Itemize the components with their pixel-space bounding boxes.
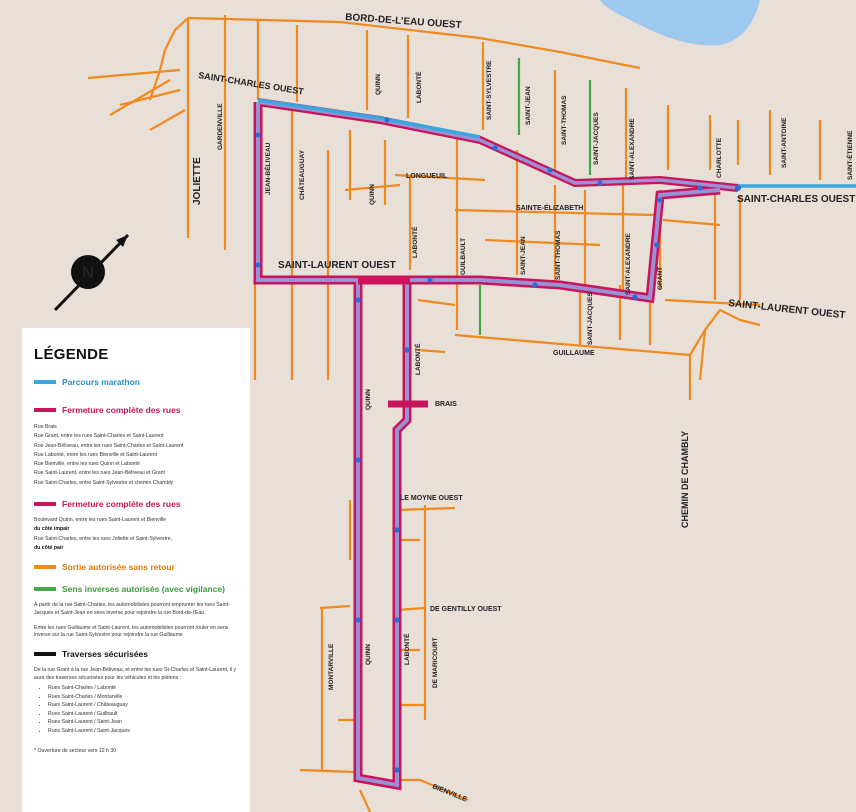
label-saint-antoine: SAINT-ANTOINE bbox=[781, 117, 788, 168]
legend-label-crossings: Traverses sécurisées bbox=[62, 649, 149, 660]
crossing-item: Rues Saint-Laurent / Saint-Jean bbox=[48, 718, 240, 727]
label-saint-laurent-ouest-left: SAINT-LAURENT OUEST bbox=[278, 260, 396, 271]
label-quinn-top: QUINN bbox=[375, 74, 382, 95]
label-saint-jacques-mid: SAINT-JACQUES bbox=[587, 292, 594, 345]
reverse-text-1: À partir de la rue Saint-Charles, les au… bbox=[34, 602, 230, 616]
route-arrows bbox=[255, 117, 741, 773]
label-chemin-de-chambly: CHEMIN DE CHAMBLY bbox=[680, 431, 690, 528]
crossing-item: Rues Saint-Charles / Labonté bbox=[48, 684, 240, 693]
label-guilbault: GUILBAULT bbox=[460, 238, 467, 275]
label-saint-jean-mid: SAINT-JEAN bbox=[520, 236, 527, 275]
label-saint-thomas-top: SAINT-THOMAS bbox=[561, 95, 568, 145]
label-saint-jacques-top: SAINT-JACQUES bbox=[593, 112, 600, 165]
legend-item-marathon: Parcours marathon bbox=[34, 377, 240, 387]
closure2-side2: du côté pair bbox=[34, 544, 64, 551]
green-reverse-streets bbox=[478, 58, 592, 335]
reverse-text-2: Entre les rues Guillaume et Saint-Lauren… bbox=[34, 624, 229, 639]
crossings-swatch bbox=[34, 652, 56, 657]
label-montarville: MONTARVILLE bbox=[328, 643, 335, 690]
label-sainte-elizabeth: SAINTE-ÉLIZABETH bbox=[516, 203, 583, 212]
legend-panel: LÉGENDE Parcours marathon Fermeture comp… bbox=[22, 328, 250, 812]
label-labonte-low2: LABONTÉ bbox=[402, 633, 411, 665]
label-le-moyne-ouest: LE MOYNE OUEST bbox=[400, 495, 463, 502]
label-jean-beliveau: JEAN-BÉLIVEAU bbox=[263, 142, 272, 195]
legend-title: LÉGENDE bbox=[34, 346, 109, 363]
crossing-item: Rues Saint-Charles / Montarville bbox=[48, 693, 240, 702]
closure-line: Rue Saint-Charles, entre Saint-Sylvestre… bbox=[34, 479, 174, 486]
label-bienville: BIENVILLE bbox=[431, 783, 468, 803]
label-saint-jean-top: SAINT-JEAN bbox=[525, 86, 532, 125]
label-grant: GRANT bbox=[657, 267, 664, 290]
label-longueuil: LONGUEUIL bbox=[406, 173, 448, 180]
footnote: * Ouverture de secteur vers 12 h 30 bbox=[34, 747, 117, 754]
label-de-maricourt: DE MARICOURT bbox=[432, 637, 439, 688]
crossings-intro: De la rue Grant à la rue Jean-Béliveau, … bbox=[34, 667, 237, 681]
legend-item-reverse: Sens inverses autorisés (avec vigilance) bbox=[34, 584, 240, 594]
label-quinn-low2: QUINN bbox=[365, 644, 372, 665]
label-saint-charles-ouest-right: SAINT-CHARLES OUEST bbox=[737, 194, 855, 205]
reverse-swatch bbox=[34, 587, 56, 592]
label-saint-etienne: SAINT-ÉTIENNE bbox=[845, 130, 854, 180]
label-joliette: JOLIETTE bbox=[192, 157, 203, 205]
closure-line: Rue Jean-Béliveau, entre les rues Saint-… bbox=[34, 442, 184, 449]
label-labonte-top: LABONTÉ bbox=[414, 71, 423, 103]
label-brais: BRAIS bbox=[435, 401, 457, 408]
closure-line: Rue Brais bbox=[34, 424, 57, 430]
crossing-item: Rues Saint-Laurent / Guilbault bbox=[48, 710, 240, 719]
label-guillaume: GUILLAUME bbox=[553, 350, 595, 357]
label-charlotte: CHARLOTTE bbox=[716, 137, 723, 178]
label-saint-laurent-ouest-right: SAINT-LAURENT OUEST bbox=[728, 298, 846, 321]
marathon-swatch bbox=[34, 380, 56, 384]
closure-swatch bbox=[34, 408, 56, 412]
label-saint-alexandre-mid: SAINT-ALEXANDRE bbox=[625, 233, 632, 295]
legend-item-crossings: Traverses sécurisées bbox=[34, 649, 240, 659]
closure-line: Rue Saint-Laurent, entre les rues Jean-B… bbox=[34, 470, 165, 477]
label-labonte-mid: LABONTÉ bbox=[410, 226, 419, 258]
closure-swatch bbox=[34, 502, 56, 507]
legend-label-closure-2: Fermeture complète des rues bbox=[62, 499, 181, 510]
label-saint-sylvestre: SAINT-SYLVESTRE bbox=[486, 60, 493, 120]
legend-label-closure-1: Fermeture complète des rues bbox=[62, 405, 181, 415]
exit-swatch bbox=[34, 565, 56, 570]
north-arrow-icon: N bbox=[53, 233, 130, 312]
legend-label-marathon: Parcours marathon bbox=[62, 377, 140, 387]
closure2-side1: du côté impair bbox=[34, 526, 70, 533]
label-saint-alexandre-top: SAINT-ALEXANDRE bbox=[629, 118, 636, 180]
legend-label-exit: Sortie autorisée sans retour bbox=[62, 562, 175, 573]
label-quinn-low1: QUINN bbox=[365, 389, 372, 410]
legend-item-closure-2: Fermeture complète des rues bbox=[34, 499, 240, 509]
closed-streets bbox=[253, 98, 739, 791]
river-water bbox=[600, 0, 760, 46]
closure-line: Rue Grant, entre les rues Saint-Charles … bbox=[34, 433, 164, 440]
label-labonte-low1: LABONTÉ bbox=[413, 343, 422, 375]
legend-item-closure-1: Fermeture complète des rues bbox=[34, 405, 240, 415]
label-saint-thomas-mid: SAINT-THOMAS bbox=[555, 230, 562, 280]
label-de-gentilly-ouest: DE GENTILLY OUEST bbox=[430, 606, 502, 613]
closure-line: Rue Labonté, entre les rues Bienville et… bbox=[34, 451, 158, 458]
label-quinn-mid: QUINN bbox=[369, 184, 376, 205]
closure-line: Rue Bienville, entre les rues Quinn et L… bbox=[34, 461, 140, 468]
orange-exit-streets bbox=[87, 15, 822, 812]
legend-item-exit: Sortie autorisée sans retour bbox=[34, 562, 240, 572]
marathon-route bbox=[257, 98, 856, 188]
crossing-item: Rues Saint-Laurent / Châteauguay bbox=[48, 701, 240, 710]
north-letter: N bbox=[82, 263, 94, 282]
label-gardenville: GARDENVILLE bbox=[217, 103, 224, 150]
legend-label-reverse: Sens inverses autorisés (avec vigilance) bbox=[62, 584, 226, 595]
closure2-line1: Boulevard Quinn, entre les rues Saint-La… bbox=[34, 517, 167, 524]
label-chateauguay: CHÂTEAUGUAY bbox=[297, 149, 306, 200]
closure2-line2: Rue Saint-Charles, entre les rues Joliet… bbox=[34, 535, 173, 542]
crossing-item: Rues Saint-Laurent / Saint-Jacques bbox=[48, 727, 240, 736]
crossings-list: Rues Saint-Charles / Labonté Rues Saint-… bbox=[48, 684, 240, 736]
label-saint-charles-ouest-top: SAINT-CHARLES OUEST bbox=[198, 70, 305, 97]
